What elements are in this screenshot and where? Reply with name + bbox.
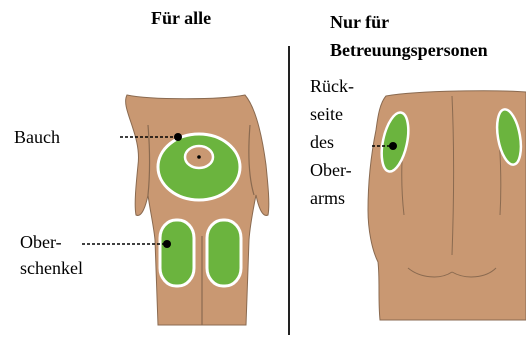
thigh-marker-dot	[163, 240, 171, 248]
abdomen-marker-dot	[174, 133, 182, 141]
left-thigh-injection-area	[160, 220, 194, 286]
arm-marker-dot	[389, 142, 397, 150]
right-thigh-injection-area	[207, 220, 241, 286]
front-body	[126, 95, 269, 325]
navel	[197, 155, 201, 159]
front-torso	[126, 95, 269, 325]
